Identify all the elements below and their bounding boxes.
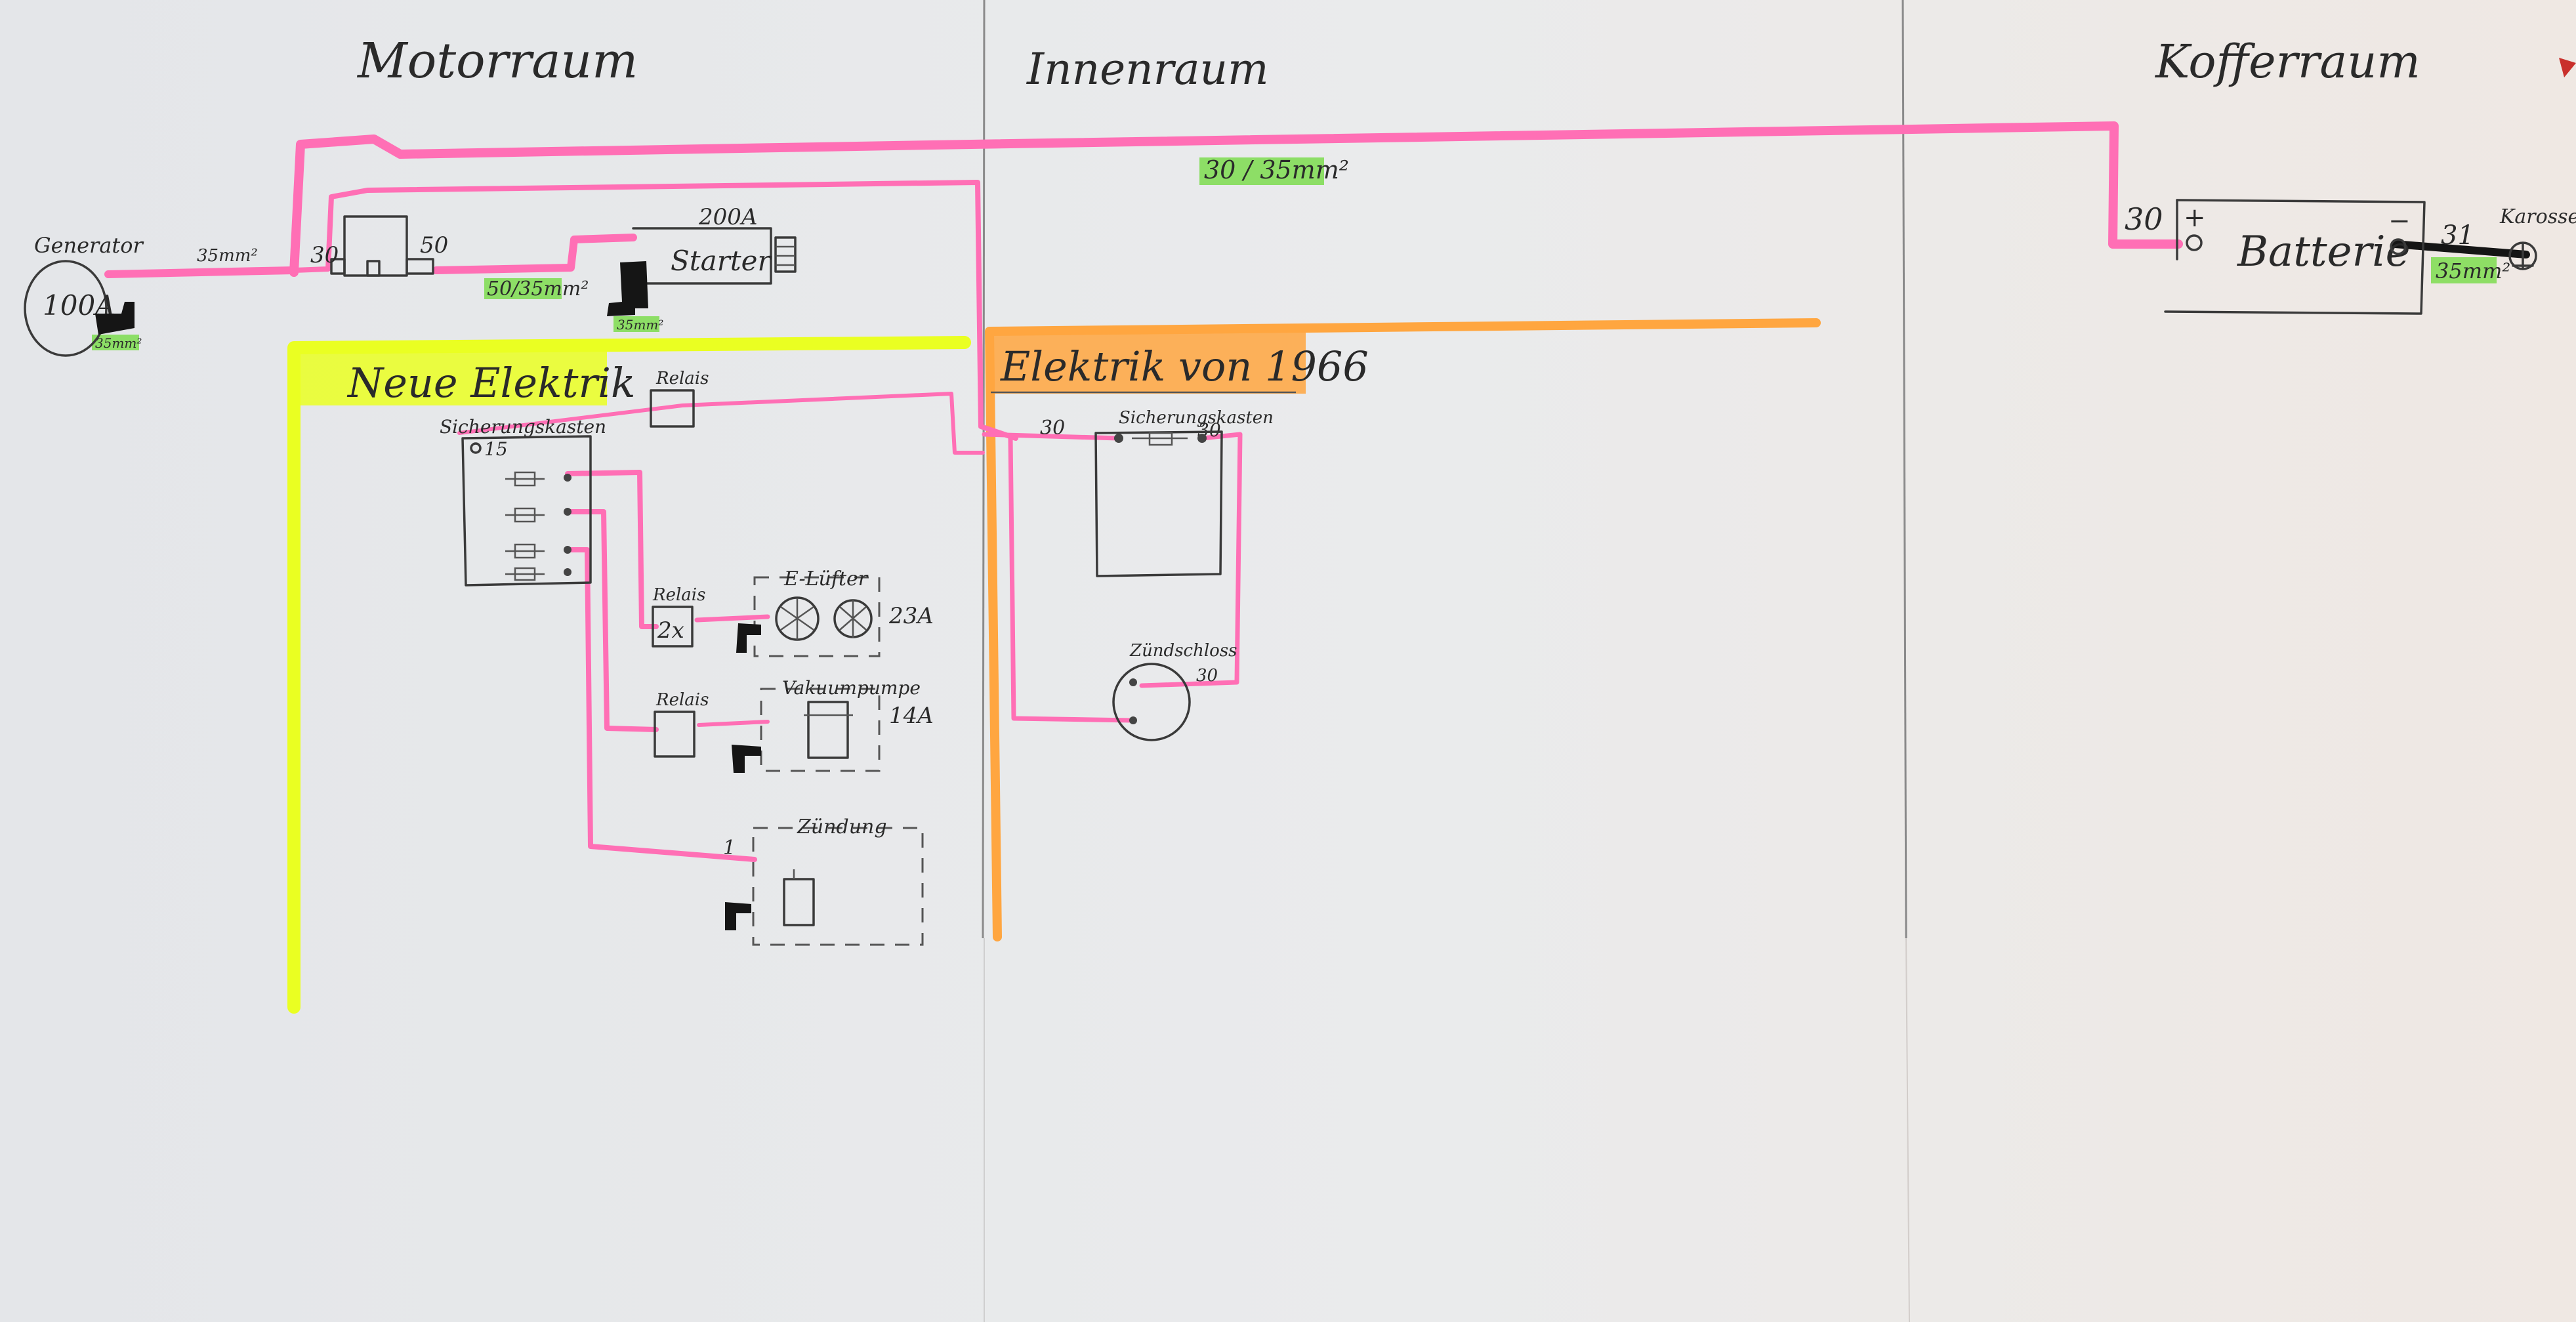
old-fuse-box: 30 Sicherungskasten 30 (1040, 408, 1274, 577)
top-relay-label: Relais (655, 369, 709, 388)
ignition-ground-icon (725, 902, 751, 930)
fan-relay-label: Relais (652, 585, 705, 605)
relay-terminal-50: 50 (420, 232, 448, 258)
vacuum-relay-label: Relais (655, 690, 709, 710)
fan-wire (694, 614, 770, 623)
fuse-feed-wire (457, 392, 985, 455)
fuse-row (505, 471, 571, 581)
ignition-terminal-1: 1 (723, 837, 736, 859)
starter-label: Starter (671, 245, 773, 277)
generator-ground-size-label: 35mm² (95, 335, 142, 351)
ignition-lock: Zündschloss 30 (1112, 641, 1237, 741)
vacuum-wire (697, 720, 770, 727)
starter-ground-size-label: 35mm² (617, 317, 663, 333)
fan-relay-wire (565, 470, 659, 629)
battery-label: Batterie (2237, 228, 2410, 276)
fan-ground-icon (736, 623, 761, 653)
old-electric-title: Elektrik von 1966 (1000, 342, 1369, 390)
top-relay: Relais (650, 369, 709, 428)
section-title-motor: Motorraum (356, 33, 638, 89)
generator: Generator 100A (24, 233, 144, 357)
section-title-interior: Innenraum (1026, 44, 1269, 94)
ignition-lock-return (1008, 436, 1134, 723)
yellow-bus-wire (287, 336, 971, 1014)
battery-ground-highlight (2431, 257, 2497, 283)
orange-bus-wire (985, 318, 1821, 941)
fan-unit: E-Lüfter 23A (736, 568, 934, 657)
old-fuse-box-label: Sicherungskasten (1119, 408, 1274, 428)
vacuum-amps: 14A (889, 703, 934, 729)
relay-terminal-30: 30 (310, 242, 339, 268)
generator-ground-highlight (92, 335, 139, 350)
section-title-trunk: Kofferraum (2154, 35, 2420, 89)
ignition-lock-label: Zündschloss (1129, 641, 1237, 661)
generator-cable (104, 266, 298, 278)
generator-cable-size: 35mm² (197, 246, 258, 266)
starter-cable-size-label: 50/35mm² (487, 278, 589, 300)
main-relay: 30 50 (310, 215, 448, 277)
ignition-lock-terminal: 30 (1196, 666, 1218, 686)
ignition-feed-wire (568, 547, 757, 862)
battery-plus: + (2184, 203, 2206, 233)
vacuum-pump: Vakuumpumpe 14A (732, 677, 934, 773)
red-corner-mark (2559, 58, 2576, 77)
battery-minus: − (2388, 206, 2411, 236)
body-label: Karosserie (2499, 205, 2576, 228)
main-battery-cable (289, 121, 2183, 277)
main-cable-size-label: 30 / 35mm² (1204, 155, 1349, 184)
starter-ground-icon (607, 261, 648, 316)
fan-relay-count: 2x (657, 617, 684, 644)
starter-ground-highlight (613, 316, 659, 332)
sheet-fold (1905, 938, 1910, 1322)
relay-feed-loop (291, 180, 1018, 441)
fan-amps: 23A (888, 603, 934, 629)
sheet-divider-2 (1901, 0, 1907, 939)
fan-relay: Relais 2x (652, 585, 705, 648)
starter-cable-size-highlight (484, 278, 562, 299)
battery-terminal-30: 30 (2125, 201, 2163, 237)
fan-label: E-Lüfter (783, 568, 869, 590)
vacuum-ground-icon (732, 745, 761, 773)
new-electric-title: Neue Elektrik (346, 359, 636, 407)
main-cable-size-highlight (1199, 157, 1324, 185)
battery-ground-strap (2391, 240, 2530, 258)
generator-label: Generator (34, 233, 144, 258)
vacuum-relay: Relais (654, 690, 709, 758)
starter-amps: 200A (698, 204, 757, 230)
old-terminal-30-left: 30 (1040, 417, 1065, 440)
battery-ground-size-label: 35mm² (2436, 258, 2510, 283)
vacuum-pump-label: Vakuumpumpe (782, 677, 921, 699)
new-fuse-box: Sicherungskasten 15 (440, 416, 606, 587)
old-electric-highlight (991, 331, 1306, 394)
ignition-label: Zündung (797, 816, 887, 838)
new-fuse-box-label: Sicherungskasten (440, 416, 606, 438)
fuse-terminal-15: 15 (484, 438, 508, 460)
vacuum-relay-wire (567, 509, 659, 732)
ignition-unit: Zündung 1 (723, 816, 924, 946)
starter-cable (432, 234, 637, 274)
sheet-divider-1 (982, 0, 986, 939)
battery: 30 + Batterie − 31 Karosserie (2125, 199, 2576, 315)
battery-terminal-31: 31 (2441, 220, 2474, 251)
starter: 200A Starter (607, 204, 797, 316)
generator-ground-icon (95, 302, 135, 335)
